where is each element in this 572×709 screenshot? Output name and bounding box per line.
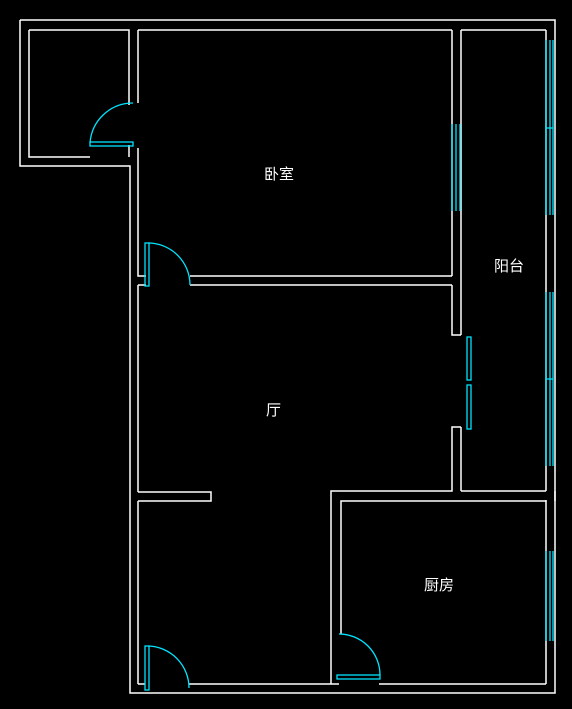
door-closet xyxy=(89,102,134,147)
hall-wall-right xyxy=(451,285,461,336)
outer-walls xyxy=(19,19,556,694)
door-entry xyxy=(144,645,190,691)
hall-wall-right-lower xyxy=(330,426,461,684)
window-balcony-outer-2 xyxy=(545,292,554,466)
window-hall-balcony xyxy=(466,336,472,430)
room-label-hall: 厅 xyxy=(266,401,281,419)
room-label-bedroom: 卧室 xyxy=(264,165,294,183)
window-balcony-outer-1 xyxy=(545,40,554,215)
interior-walls xyxy=(28,29,556,685)
bedroom-wall-left xyxy=(137,148,146,277)
kitchen-wall xyxy=(340,500,547,634)
doors xyxy=(89,102,381,691)
room-label-balcony: 阳台 xyxy=(494,257,524,275)
door-kitchen xyxy=(336,633,381,680)
window-bedroom-balcony xyxy=(451,124,461,211)
door-bedroom xyxy=(144,242,191,287)
window-kitchen xyxy=(545,551,554,641)
hall-divider xyxy=(138,491,212,502)
windows xyxy=(451,40,554,641)
room-label-kitchen: 厨房 xyxy=(424,576,454,594)
outer-wall-line xyxy=(19,19,556,694)
closet-wall xyxy=(29,29,130,105)
closet-wall-bottom xyxy=(28,30,90,158)
